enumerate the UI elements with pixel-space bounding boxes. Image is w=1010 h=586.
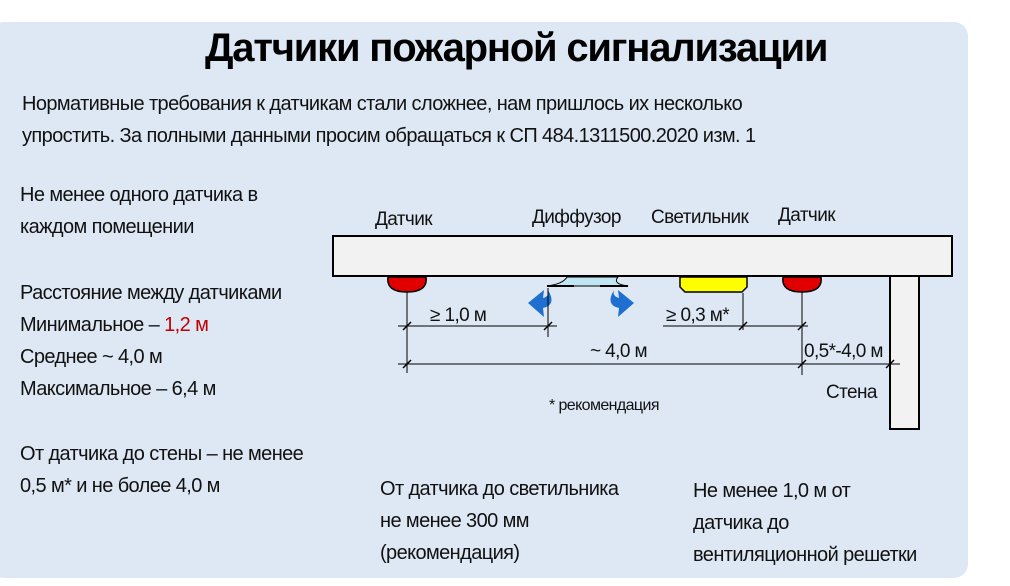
dim-diffuser: ≥ 1,0 м [430, 305, 486, 326]
distance-heading: Расстояние между датчиками [20, 282, 282, 304]
distance-max: Максимальное – 6,4 м [20, 378, 216, 400]
ceiling-slab [332, 235, 953, 277]
airflow-left-arrow-icon [528, 290, 552, 317]
vent-rule-3: вентиляционной решетки [693, 544, 917, 566]
footnote: * рекомендация [549, 397, 659, 414]
distance-min-value: 1,2 м [164, 314, 209, 336]
wall [889, 275, 920, 430]
distance-avg: Среднее ~ 4,0 м [20, 346, 163, 368]
dimension-lines [398, 288, 900, 375]
intro-line-2: упростить. За полными данными просим обр… [22, 125, 756, 147]
distance-min-label: Минимальное – [20, 314, 165, 336]
page-title: Датчики пожарной сигнализации [205, 26, 828, 70]
light-rule-1: От датчика до светильника [380, 478, 619, 500]
rule-each-room-1: Не менее одного датчика в [20, 184, 258, 206]
label-sensor-1: Датчик [375, 209, 433, 230]
distance-min: Минимальное – 1,2 м [20, 310, 209, 341]
label-sensor-2: Датчик [778, 205, 836, 226]
diffuser-icon [546, 276, 629, 287]
label-light: Светильник [651, 207, 750, 228]
dim-light: ≥ 0,3 м* [666, 305, 730, 326]
dim-between-sensors: ~ 4,0 м [590, 341, 647, 362]
label-diffuser: Диффузор [532, 207, 621, 228]
content-panel [0, 22, 968, 578]
light-rule-2: не менее 300 мм [380, 510, 529, 532]
vent-rule-1: Не менее 1,0 м от [693, 480, 851, 502]
light-rule-3: (рекомендация) [380, 542, 520, 564]
sensor-1-icon [387, 276, 427, 293]
rule-each-room-2: каждом помещении [20, 216, 194, 238]
wall-rule-2: 0,5 м* и не более 4,0 м [20, 475, 220, 497]
label-wall: Стена [826, 382, 878, 403]
dim-wall: 0,5*-4,0 м [804, 341, 883, 362]
airflow-right-arrow-icon [610, 290, 634, 317]
wall-rule-1: От датчика до стены – не менее [20, 443, 304, 465]
light-fixture-icon [679, 276, 748, 293]
vent-rule-2: датчика до [693, 512, 789, 534]
intro-line-1: Нормативные требования к датчикам стали … [22, 93, 743, 115]
sensor-2-icon [782, 276, 822, 293]
